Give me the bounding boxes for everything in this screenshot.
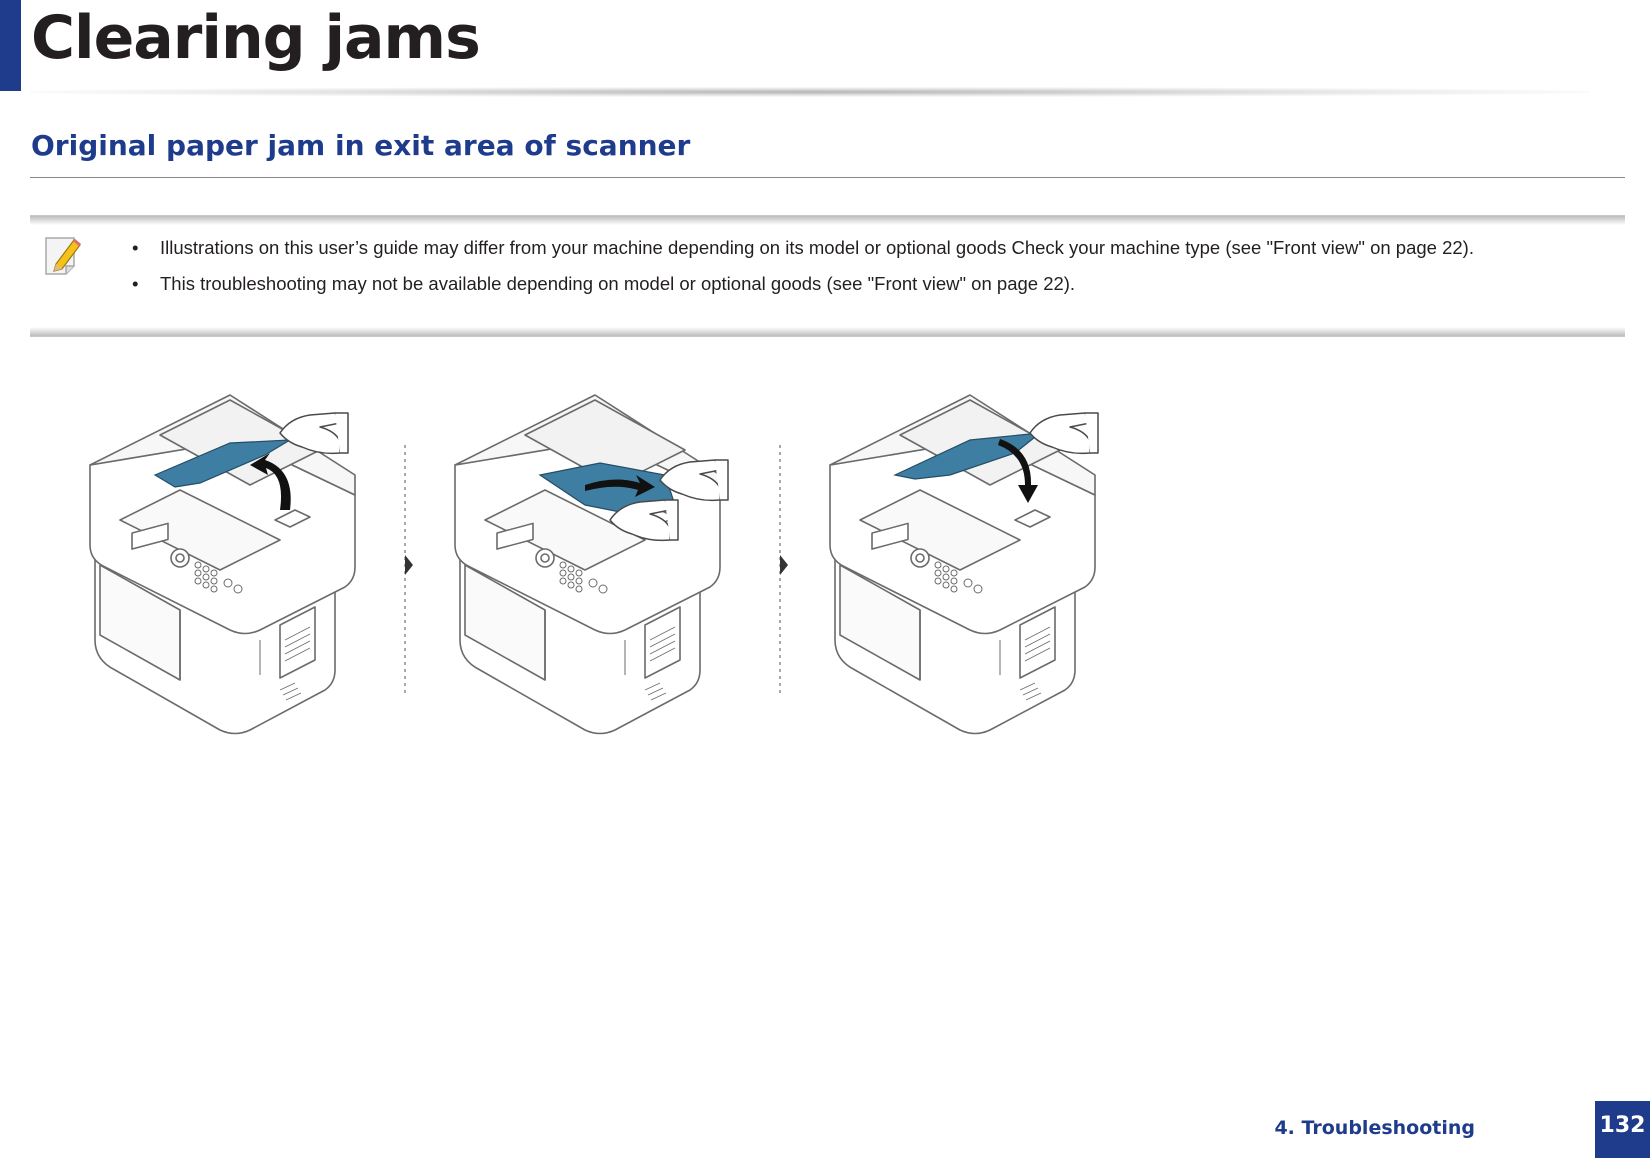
step-2-printer-illustration	[454, 394, 729, 735]
step-arrow-icon	[405, 555, 413, 575]
note-box: • Illustrations on this user’s guide may…	[30, 215, 1625, 337]
arrow-down-icon	[998, 439, 1038, 503]
step-1-printer-illustration	[89, 394, 356, 735]
footer-section-label: 4. Troubleshooting	[1274, 1117, 1475, 1139]
note-item: • This troubleshooting may not be availa…	[122, 273, 1474, 309]
note-item: • Illustrations on this user’s guide may…	[122, 237, 1474, 273]
step-divider	[404, 445, 413, 695]
title-divider	[30, 87, 1590, 97]
arrow-right-icon	[585, 475, 655, 497]
step-divider	[779, 445, 788, 695]
step-3-printer-illustration	[829, 394, 1099, 735]
page-number-badge: 132	[1595, 1101, 1650, 1158]
jam-removal-illustration	[89, 394, 1099, 735]
bullet: •	[132, 273, 139, 294]
pencil-note-icon	[45, 237, 81, 275]
section-divider	[30, 177, 1625, 178]
section-heading: Original paper jam in exit area of scann…	[31, 129, 691, 162]
page-title: Clearing jams	[31, 3, 481, 73]
note-item-text: Illustrations on this user’s guide may d…	[160, 237, 1474, 258]
arrow-up-icon	[250, 453, 291, 510]
title-accent-bar	[0, 0, 21, 91]
bullet: •	[132, 237, 139, 258]
step-arrow-icon	[780, 555, 788, 575]
note-list: • Illustrations on this user’s guide may…	[122, 237, 1474, 309]
jammed-paper	[153, 439, 291, 488]
note-item-text: This troubleshooting may not be availabl…	[160, 273, 1076, 294]
